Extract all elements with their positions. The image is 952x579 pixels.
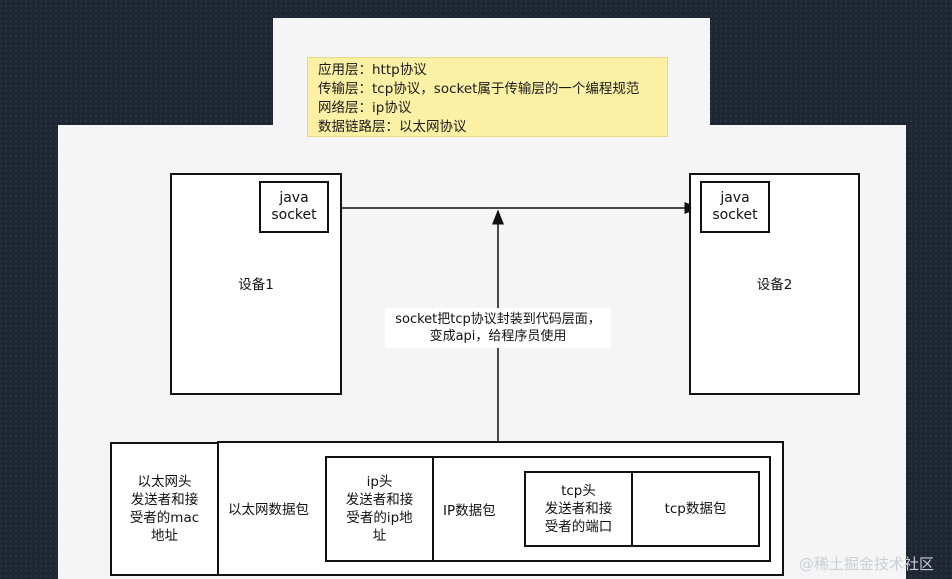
note-line-datalink: 数据链路层：以太网协议 xyxy=(318,119,467,135)
ethernet-packet-label: 以太网数据包 xyxy=(228,502,309,518)
device-1-socket-line1: java xyxy=(279,190,309,206)
device-1-socket-line2: socket xyxy=(271,207,317,223)
device-2-socket-box: java socket xyxy=(700,181,770,233)
device-2-label: 设备2 xyxy=(756,277,793,293)
device-2-socket-line1: java xyxy=(720,190,750,206)
ip-packet-label: IP数据包 xyxy=(443,503,496,519)
tcp-packet-box: tcp数据包 xyxy=(631,471,760,547)
protocol-layers-note: 应用层：http协议 传输层：tcp协议，socket属于传输层的一个编程规范 … xyxy=(307,57,668,137)
note-line-application: 应用层：http协议 xyxy=(318,62,427,78)
ip-header-box: ip头 发送者和接 受者的ip地 址 xyxy=(325,456,434,562)
callout-line1: socket把tcp协议封装到代码层面， xyxy=(395,312,601,327)
device-1-socket-box: java socket xyxy=(259,181,329,233)
tcp-header-line2: 发送者和接 xyxy=(544,501,613,517)
watermark-text: @稀土掘金技术社区 xyxy=(798,555,934,573)
socket-api-callout: socket把tcp协议封装到代码层面， 变成api，给程序员使用 xyxy=(385,308,611,348)
note-line-network: 网络层：ip协议 xyxy=(318,100,412,116)
ethernet-header-box: 以太网头 发送者和接 受者的mac 地址 xyxy=(110,442,219,576)
ethernet-header-line4: 地址 xyxy=(151,528,178,544)
callout-line2: 变成api，给程序员使用 xyxy=(429,329,567,344)
ip-header-line1: ip头 xyxy=(366,474,393,490)
device-1-label: 设备1 xyxy=(238,277,274,293)
tcp-packet-label: tcp数据包 xyxy=(664,501,727,517)
tcp-header-line3: 受者的端口 xyxy=(544,519,613,535)
tcp-header-line1: tcp头 xyxy=(561,483,596,499)
ip-header-line2: 发送者和接 xyxy=(345,492,414,508)
device-2-socket-line2: socket xyxy=(712,207,758,223)
ethernet-header-line1: 以太网头 xyxy=(137,474,192,490)
note-line-transport: 传输层：tcp协议，socket属于传输层的一个编程规范 xyxy=(318,81,640,97)
ip-header-line4: 址 xyxy=(372,528,387,544)
ethernet-header-line3: 受者的mac xyxy=(129,510,200,526)
tcp-header-box: tcp头 发送者和接 受者的端口 xyxy=(524,471,633,547)
ip-header-line3: 受者的ip地 xyxy=(346,510,413,526)
ethernet-header-line2: 发送者和接 xyxy=(130,492,199,508)
